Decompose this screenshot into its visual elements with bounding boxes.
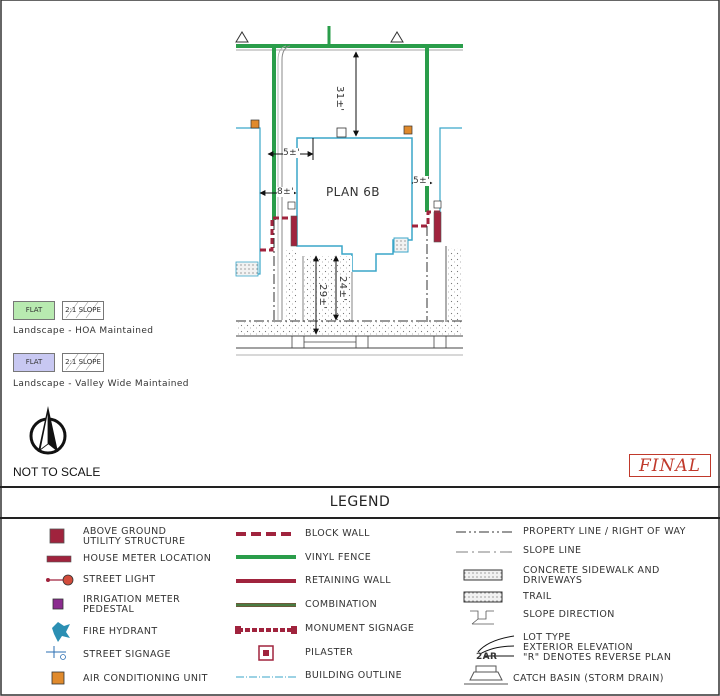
legend-label: STREET SIGNAGE <box>83 649 171 660</box>
ac-unit-icon <box>51 671 65 685</box>
final-stamp: FINAL <box>629 454 711 477</box>
legend-label: PILASTER <box>305 647 354 658</box>
utility-structure-icon <box>49 528 65 544</box>
legend-label: TRAIL <box>523 591 552 602</box>
legend-label: IRRIGATION METER PEDESTAL <box>83 594 181 615</box>
dim-left-inner-label: 5±' <box>283 148 300 158</box>
plan-name: PLAN 6B <box>326 185 380 199</box>
concrete-sidewalk-icon <box>463 569 503 581</box>
legend-label: LOT TYPE <box>523 632 571 643</box>
slope-direction-icon <box>470 610 494 625</box>
legend-label: BUILDING OUTLINE <box>305 670 403 681</box>
pilaster-icon <box>258 645 274 661</box>
legend-label: BLOCK WALL <box>305 528 370 539</box>
hoa-flat-swatch: FLAT <box>13 301 55 320</box>
lot-type-icon <box>477 635 515 657</box>
hoa-caption: Landscape - HOA Maintained <box>13 326 154 336</box>
not-to-scale-label: NOT TO SCALE <box>13 465 101 479</box>
legend-label: EXTERIOR ELEVATION <box>523 642 633 653</box>
legend-label: FIRE HYDRANT <box>83 626 158 637</box>
dim-right-label: 5±' <box>413 176 430 186</box>
slope-swatch-hatch <box>65 301 99 371</box>
legend-title: LEGEND <box>329 494 391 510</box>
legend-icons-col3 <box>456 531 515 685</box>
irrigation-meter-icon <box>52 598 64 610</box>
valley-flat-swatch: FLAT <box>13 353 55 372</box>
trail-icon <box>463 591 503 603</box>
legend-label: STREET LIGHT <box>83 574 156 585</box>
legend-label: PROPERTY LINE / RIGHT OF WAY <box>523 526 686 537</box>
valley-caption: Landscape - Valley Wide Maintained <box>13 379 189 389</box>
legend-label: CONCRETE SIDEWALK AND DRIVEWAYS <box>523 565 660 586</box>
legend-label: MONUMENT SIGNAGE <box>305 623 415 634</box>
legend-icons-col2 <box>235 532 297 678</box>
lot-tag-label: 2AR <box>476 652 498 662</box>
street-light-icon <box>46 574 74 586</box>
dim-left-outer-label: 8±' <box>277 187 294 197</box>
street-signage-icon <box>46 646 66 660</box>
dim-drive-label-1: 29±' <box>317 284 328 310</box>
legend-label: COMBINATION <box>305 599 378 610</box>
legend-label: ABOVE GROUND UTILITY STRUCTURE <box>83 526 186 547</box>
legend-icons-col1 <box>46 528 74 685</box>
house-outline <box>296 137 413 272</box>
legend-label: AIR CONDITIONING UNIT <box>83 673 208 684</box>
legend-label: SLOPE DIRECTION <box>523 609 615 620</box>
valley-slope-swatch: 2:1 SLOPE <box>62 353 104 372</box>
legend-label: CATCH BASIN (STORM DRAIN) <box>513 673 664 684</box>
house-meter-icon <box>46 555 72 563</box>
monument-signage-icon <box>235 626 297 634</box>
ac-unit-icon <box>403 125 413 135</box>
north-arrow-icon <box>29 406 67 455</box>
dim-top-label: 31±' <box>334 86 345 112</box>
hoa-slope-swatch: 2:1 SLOPE <box>62 301 104 320</box>
legend-label: SLOPE LINE <box>523 545 582 556</box>
ac-unit-icon <box>250 119 260 129</box>
dim-drive-label-2: 24±' <box>337 276 348 302</box>
legend-label: VINYL FENCE <box>305 552 372 563</box>
fire-hydrant-icon <box>52 622 70 642</box>
legend-label: RETAINING WALL <box>305 575 391 586</box>
legend-label: HOUSE METER LOCATION <box>83 553 212 564</box>
legend-label: "R" DENOTES REVERSE PLAN <box>523 652 672 663</box>
catch-basin-icon <box>464 665 508 685</box>
